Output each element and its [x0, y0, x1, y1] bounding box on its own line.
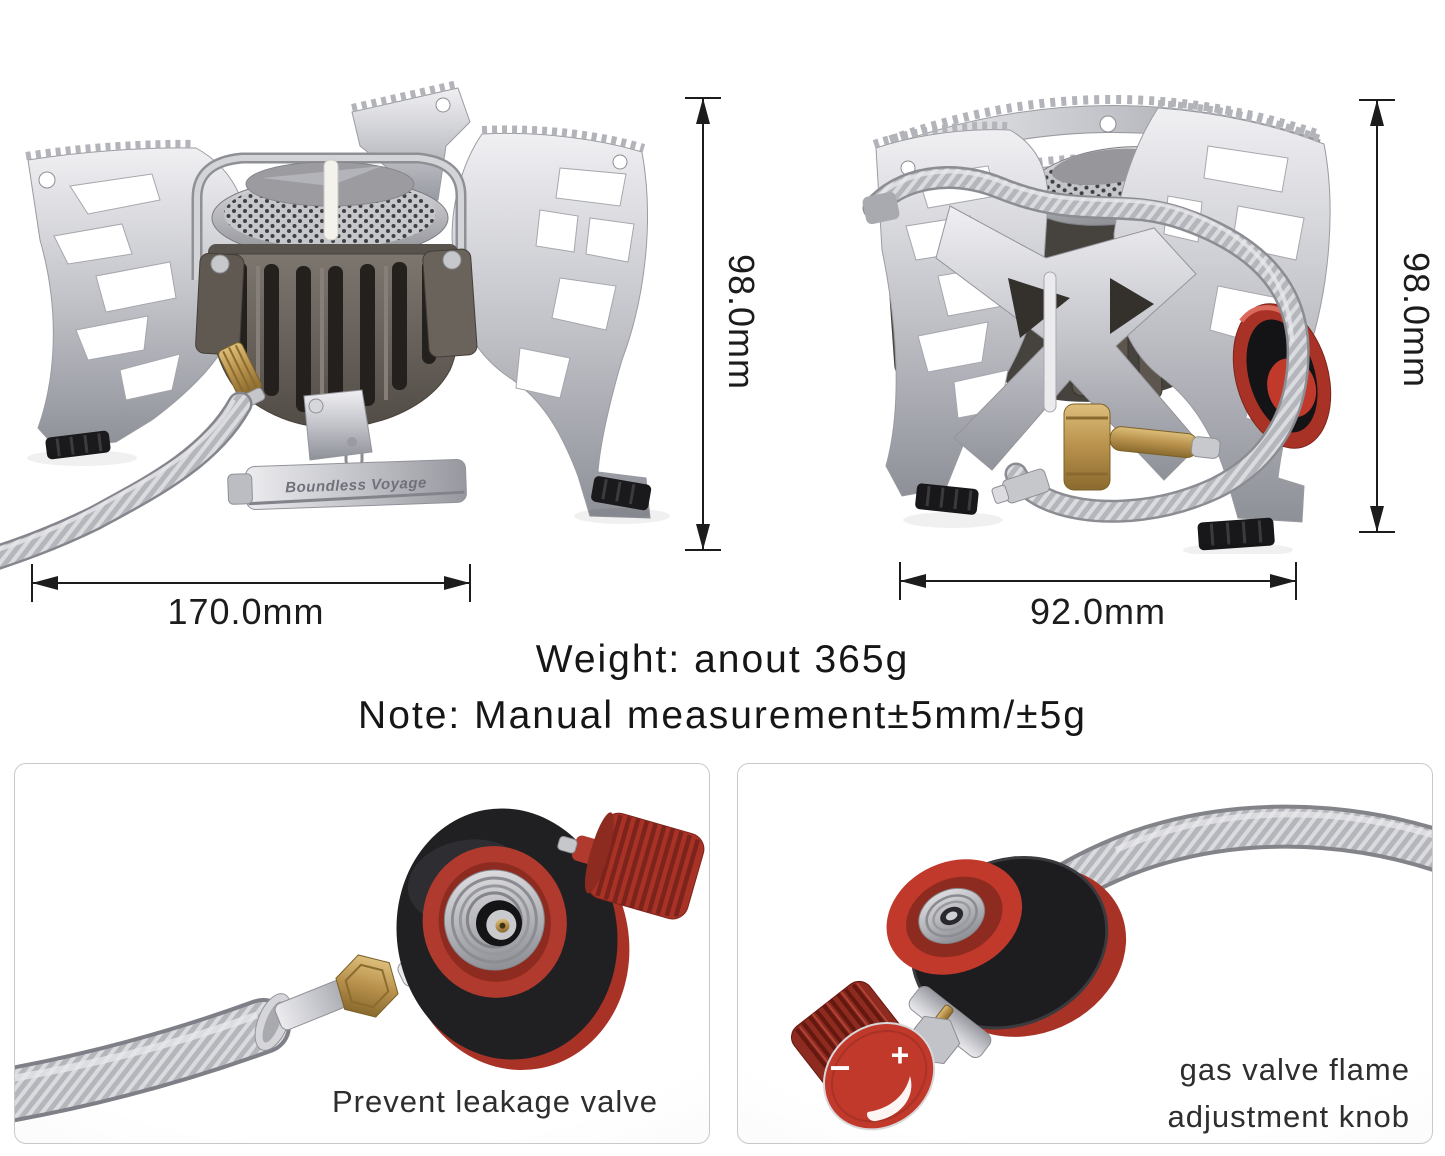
- hose-bracket: [862, 191, 900, 225]
- plus-mark: +: [891, 1037, 910, 1073]
- width-label-folded: 92.0mm: [1029, 591, 1167, 632]
- minus-mark: −: [829, 1047, 850, 1088]
- leak-valve-illustration: [15, 808, 705, 1123]
- width-label-front: 170.0mm: [167, 591, 325, 632]
- width-dimension-folded-arrow: [899, 562, 1297, 600]
- flame-knob-caption-line1: gas valve flame: [1179, 1052, 1410, 1087]
- height-dimension-folded-arrow: [1359, 99, 1395, 533]
- rubber-foot-left-folded: [915, 483, 979, 515]
- height-dimension-front-arrow: [685, 97, 721, 551]
- weight-text: Weight: anout 365g: [535, 638, 910, 681]
- fuel-hose: [0, 391, 253, 570]
- knob-face-markings: + −: [829, 1037, 912, 1122]
- note-text: Note: Manual measurement±5mm/±5g: [358, 694, 1087, 737]
- igniter-rod: [323, 159, 339, 241]
- leak-valve-caption: Prevent leakage valve: [331, 1084, 658, 1119]
- fuel-hose-folded: [862, 166, 1310, 523]
- flame-knob-caption-line2: adjustment knob: [1167, 1099, 1410, 1134]
- leak-valve-panel: Prevent leakage valve: [14, 763, 710, 1144]
- burner-body: [195, 244, 478, 429]
- hose-segment: [15, 998, 291, 1123]
- stove-front-photo: Boundless Voyage: [0, 80, 670, 570]
- flame-arrow-icon: [866, 1076, 912, 1122]
- knurled-knob-body: [790, 980, 936, 1131]
- pot-support-arm-right: [451, 125, 651, 519]
- knurled-knob: [557, 812, 705, 920]
- canister-connector-disc: [396, 808, 630, 1071]
- stove-folded-photo: [862, 95, 1332, 554]
- height-label-front: 98.0mm: [721, 253, 762, 391]
- brand-engraving: Boundless Voyage: [285, 474, 427, 496]
- base-bracket: Boundless Voyage: [227, 389, 467, 510]
- brass-hex-nut: [335, 954, 399, 1018]
- flame-knob-panel: + − gas valve flame adjustment knob: [737, 763, 1433, 1144]
- flame-knob-caption: gas valve flame adjustment knob: [1168, 1046, 1410, 1140]
- hose-end-fitting: [991, 468, 1050, 504]
- bail-handle: [191, 152, 467, 280]
- width-dimension-front-arrow: [31, 564, 471, 602]
- rubber-foot-right-folded: [1197, 517, 1275, 551]
- height-label-folded: 98.0mm: [1396, 251, 1437, 389]
- rubber-foot-right: [591, 476, 652, 511]
- front-frame: [935, 205, 1201, 481]
- flame-knob-illustration: + −: [790, 804, 1432, 1131]
- rubber-foot-left: [45, 430, 111, 460]
- canister-connector-side: [886, 855, 1127, 1037]
- brass-valve-body: [1063, 403, 1221, 491]
